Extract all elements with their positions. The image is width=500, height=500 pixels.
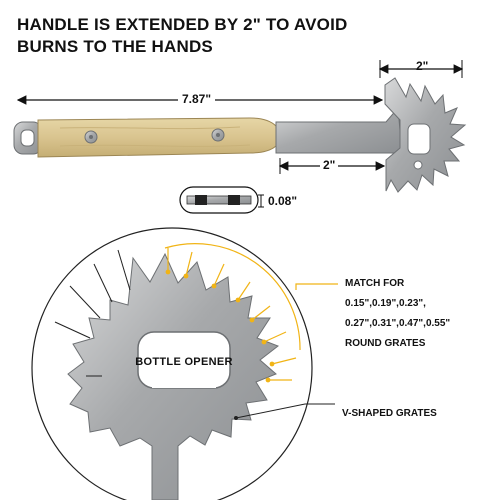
thickness-label: 0.08"	[268, 194, 298, 208]
v-tooth-leaders	[54, 249, 131, 377]
head-width-label: 2"	[416, 59, 429, 73]
thickness-detail	[179, 186, 264, 214]
round-grate-leaders	[164, 243, 338, 383]
enlarged-head-view: BOTTLE OPENER	[31, 227, 338, 500]
v-grate-leader	[235, 403, 335, 419]
top-bottle-opener-slot	[407, 123, 431, 155]
bottle-opener-label: BOTTLE OPENER	[135, 356, 232, 368]
steel-shaft	[275, 106, 403, 154]
callout-line: MATCH FOR	[345, 278, 405, 289]
handle-rivet	[84, 130, 98, 144]
wooden-handle	[37, 117, 277, 158]
extension-label: 2"	[320, 158, 339, 172]
opener-lip	[152, 378, 216, 388]
round-grates-callout: MATCH FOR 0.15",0.19",0.23", 0.27",0.31"…	[345, 274, 450, 354]
tool-top-view	[13, 77, 467, 193]
v-grates-callout: V-SHAPED GRATES	[342, 408, 437, 419]
callout-line: 0.15",0.19",0.23",	[345, 298, 426, 309]
leader-dot	[234, 416, 238, 420]
center-hole	[413, 160, 423, 170]
callout-line: ROUND GRATES	[345, 338, 426, 349]
total-length-label: 7.87"	[178, 92, 216, 106]
callout-line: 0.27",0.31",0.47",0.55"	[345, 318, 451, 329]
handle-rivet	[211, 128, 225, 142]
headline: HANDLE IS EXTENDED BY 2" TO AVOID BURNS …	[17, 15, 348, 56]
